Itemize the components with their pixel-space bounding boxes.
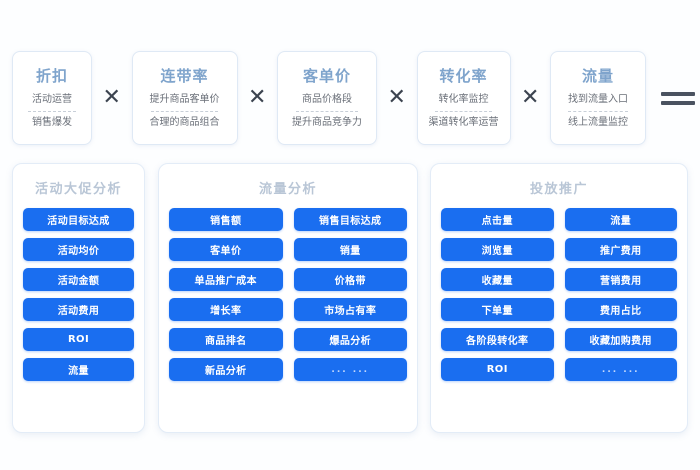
panel-title: 活动大促分析 xyxy=(34,182,122,197)
formula-card-divider xyxy=(296,110,358,112)
formula-card-discount: 折扣 活动运营 销售爆发 xyxy=(12,51,92,145)
panel-columns: 点击量 浏览量 收藏量 下单量 各阶段转化率 ROI 流量 推广费用 营销费用 … xyxy=(441,208,677,381)
formula-card-line2: 销售爆发 xyxy=(32,116,72,128)
panel-column: 销售额 客单价 单品推广成本 增长率 商品排名 新品分析 xyxy=(169,208,283,381)
formula-card-line1: 提升商品客单价 xyxy=(149,93,220,105)
metric-pill[interactable]: 爆品分析 xyxy=(293,328,407,351)
multiply-icon-3: ✕ xyxy=(387,85,406,110)
panel-title: 流量分析 xyxy=(258,182,317,197)
panel-column: 活动目标达成 活动均价 活动金额 活动费用 ROI 流量 xyxy=(23,208,134,381)
metric-pill[interactable]: 活动费用 xyxy=(23,298,134,321)
panel-campaign-analysis: 活动大促分析 活动目标达成 活动均价 活动金额 活动费用 ROI 流量 xyxy=(12,163,145,433)
metric-pill[interactable]: 价格带 xyxy=(293,268,407,291)
panel-traffic-analysis: 流量分析 销售额 客单价 单品推广成本 增长率 商品排名 新品分析 销售目标达成… xyxy=(158,163,418,433)
metric-pill[interactable]: 市场占有率 xyxy=(293,298,407,321)
metric-pill[interactable]: 下单量 xyxy=(441,298,554,321)
formula-card-traffic: 流量 找到流量入口 线上流量监控 xyxy=(550,51,646,145)
metric-pill[interactable]: 销售额 xyxy=(169,208,283,231)
formula-row: 折扣 活动运营 销售爆发 ✕ 连带率 提升商品客单价 合理的商品组合 ✕ 客单价… xyxy=(0,46,700,150)
metric-pill[interactable]: 点击量 xyxy=(441,208,554,231)
formula-card-line1: 活动运营 xyxy=(32,93,72,105)
metric-pill[interactable]: 增长率 xyxy=(169,298,283,321)
metric-pill[interactable]: 客单价 xyxy=(169,238,283,261)
metric-pill[interactable]: 新品分析 xyxy=(169,358,283,381)
metric-pill[interactable]: 流量 xyxy=(23,358,134,381)
equals-icon xyxy=(656,91,700,105)
metric-pill[interactable]: 推广费用 xyxy=(564,238,677,261)
metric-pill[interactable]: 商品排名 xyxy=(169,328,283,351)
metric-pill[interactable]: 营销费用 xyxy=(564,268,677,291)
formula-card-line1: 转化率监控 xyxy=(438,93,489,105)
metric-pill[interactable]: 费用占比 xyxy=(564,298,677,321)
formula-card-attach-rate: 连带率 提升商品客单价 合理的商品组合 xyxy=(131,51,238,145)
metric-pill[interactable]: 收藏量 xyxy=(441,268,554,291)
panel-column: 销售目标达成 销量 价格带 市场占有率 爆品分析 ... ... xyxy=(293,208,407,381)
formula-card-unit-price: 客单价 商品价格段 提升商品竞争力 xyxy=(277,51,377,145)
formula-card-title: 转化率 xyxy=(439,66,488,85)
panel-columns: 活动目标达成 活动均价 活动金额 活动费用 ROI 流量 xyxy=(23,208,134,381)
metric-pill[interactable]: 单品推广成本 xyxy=(169,268,283,291)
formula-card-line1: 商品价格段 xyxy=(302,93,352,105)
multiply-icon-2: ✕ xyxy=(248,85,267,110)
metric-pill[interactable]: ROI xyxy=(23,328,134,351)
formula-card-line2: 提升商品竞争力 xyxy=(292,116,362,128)
metric-pill[interactable]: 活动均价 xyxy=(23,238,134,261)
formula-card-line2: 线上流量监控 xyxy=(568,116,628,128)
formula-card-title: 流量 xyxy=(581,66,614,85)
equals-bar-top xyxy=(661,91,695,96)
metric-pill[interactable]: 各阶段转化率 xyxy=(441,328,554,351)
formula-card-divider xyxy=(568,110,628,112)
metric-pill[interactable]: 活动目标达成 xyxy=(23,208,134,231)
metric-pill-more[interactable]: ... ... xyxy=(564,358,677,381)
formula-card-line1: 找到流量入口 xyxy=(568,93,628,105)
formula-card-line2: 合理的商品组合 xyxy=(149,116,220,128)
formula-card-conversion-rate: 转化率 转化率监控 渠道转化率运营 xyxy=(416,51,511,145)
metric-pill[interactable]: 活动金额 xyxy=(23,268,134,291)
metric-pill[interactable]: 浏览量 xyxy=(441,238,554,261)
metric-pill[interactable]: 流量 xyxy=(564,208,677,231)
formula-card-line2: 渠道转化率运营 xyxy=(428,116,499,128)
formula-card-divider xyxy=(28,110,76,112)
panel-column: 点击量 浏览量 收藏量 下单量 各阶段转化率 ROI xyxy=(441,208,554,381)
panel-ad-promotion: 投放推广 点击量 浏览量 收藏量 下单量 各阶段转化率 ROI 流量 推广费用 … xyxy=(430,163,688,433)
metric-pill[interactable]: ROI xyxy=(441,358,554,381)
formula-card-title: 连带率 xyxy=(160,66,209,85)
panels-row: 活动大促分析 活动目标达成 活动均价 活动金额 活动费用 ROI 流量 流量分析… xyxy=(0,163,700,435)
panel-column: 流量 推广费用 营销费用 费用占比 收藏加购费用 ... ... xyxy=(564,208,677,381)
panel-columns: 销售额 客单价 单品推广成本 增长率 商品排名 新品分析 销售目标达成 销量 价… xyxy=(169,208,407,381)
equals-bar-bottom xyxy=(661,100,695,105)
panel-title: 投放推广 xyxy=(529,182,588,197)
multiply-icon-4: ✕ xyxy=(521,85,540,110)
metric-pill-more[interactable]: ... ... xyxy=(293,358,407,381)
metric-pill[interactable]: 销售目标达成 xyxy=(293,208,407,231)
formula-card-title: 折扣 xyxy=(35,66,68,85)
formula-card-divider xyxy=(151,110,218,112)
formula-card-title: 客单价 xyxy=(302,66,351,85)
multiply-icon-1: ✕ xyxy=(102,85,121,110)
formula-card-divider xyxy=(434,110,493,112)
metric-pill[interactable]: 收藏加购费用 xyxy=(564,328,677,351)
metric-pill[interactable]: 销量 xyxy=(293,238,407,261)
